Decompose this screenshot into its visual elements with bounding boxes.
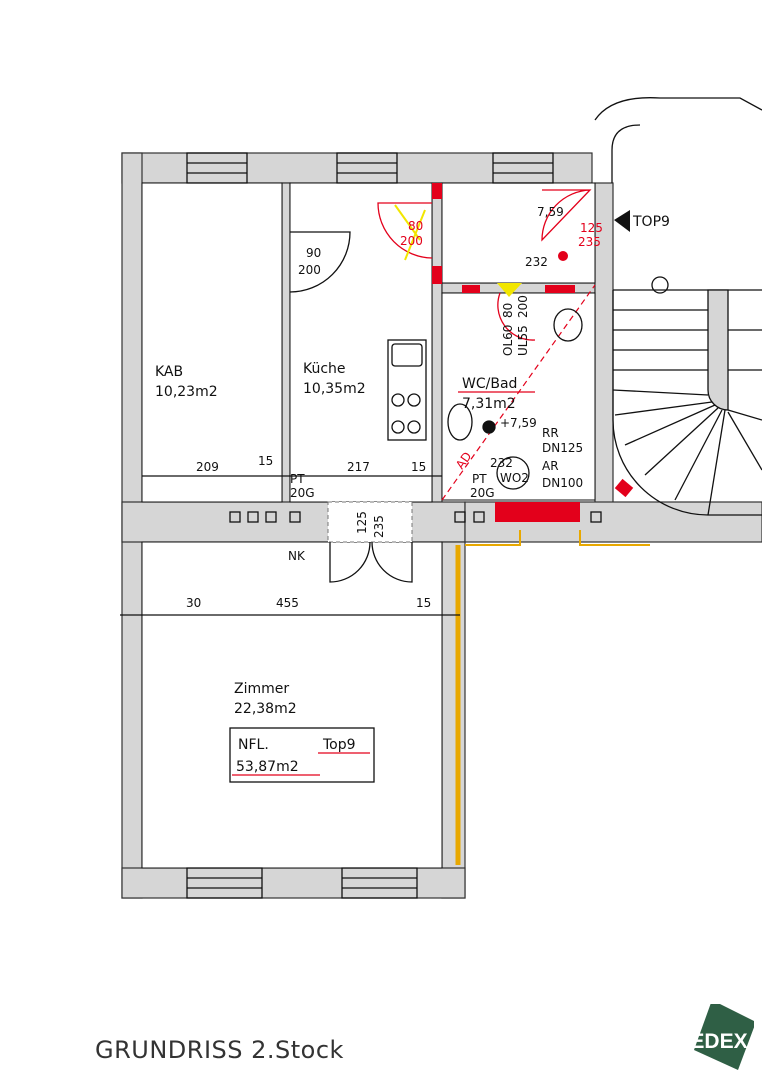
level-759: 7,59 (537, 205, 564, 219)
shafts (229, 511, 602, 523)
dimension-labels: 209 15 217 15 30 455 15 90 200 125 235 8… (186, 205, 603, 610)
plan-title: GRUNDRISS 2.Stock (95, 1036, 344, 1064)
room-name-kueche: Küche (303, 361, 346, 377)
yellow-line (455, 530, 650, 865)
nfl-box: NFL. Top9 53,87m2 (229, 727, 375, 783)
room-name-nk: NK (288, 549, 306, 563)
kitchen-fixtures (387, 308, 583, 490)
walls (121, 97, 762, 899)
height-232a: 232 (525, 255, 548, 269)
door-red-width: 80 (408, 219, 423, 233)
edex-logo: EDEX (690, 1004, 754, 1070)
pt-value-2: 20G (470, 486, 495, 500)
ar-label: AR (542, 459, 559, 473)
svg-text:EDEX: EDEX (690, 1030, 747, 1053)
door-entry-width: 125 (580, 221, 603, 235)
height-232b: 232 (490, 456, 513, 470)
wc-ul: UL55 (516, 325, 530, 356)
dim-455: 455 (276, 596, 299, 610)
wc-door-height: 200 (516, 295, 530, 318)
room-area-kab: 10,23m2 (155, 384, 218, 400)
wc-door-width: 80 (501, 303, 515, 318)
dim-15a: 15 (258, 454, 273, 468)
door-entry-height: 235 (578, 235, 601, 249)
room-name-kab: KAB (155, 364, 183, 380)
pt-label-2: PT (472, 472, 487, 486)
nfl-label: NFL. (238, 737, 269, 753)
ar-dn: DN100 (542, 476, 583, 490)
room-area-wc: 7,31m2 (462, 396, 516, 412)
rr-label: RR (542, 426, 559, 440)
entrance-arrow-icon (614, 210, 630, 232)
door-nk-height: 235 (372, 515, 386, 538)
dim-15b: 15 (411, 460, 426, 474)
nfl-top: Top9 (322, 737, 356, 753)
pt-label-1: PT (290, 472, 305, 486)
door-kab-width: 90 (306, 246, 321, 260)
entrance-label: TOP9 (632, 214, 670, 230)
dim-30: 30 (186, 596, 201, 610)
nfl-value: 53,87m2 (236, 759, 299, 775)
level-759b: +7,59 (500, 416, 537, 430)
doors (289, 189, 592, 583)
dim-217: 217 (347, 460, 370, 474)
door-nk-width: 125 (355, 511, 369, 534)
room-area-zimmer: 22,38m2 (234, 701, 297, 717)
door-kab-height: 200 (298, 263, 321, 277)
wc-ol: OL60 (501, 325, 515, 356)
windows (186, 152, 554, 899)
rr-dn: DN125 (542, 441, 583, 455)
pt-value-1: 20G (290, 486, 315, 500)
room-name-zimmer: Zimmer (234, 681, 289, 697)
wo2-label: WO2 (500, 471, 529, 485)
dim-209: 209 (196, 460, 219, 474)
room-area-kueche: 10,35m2 (303, 381, 366, 397)
room-name-wc: WC/Bad (462, 376, 517, 392)
door-red-height: 200 (400, 234, 423, 248)
dimension-lines (120, 475, 460, 616)
staircase (612, 276, 762, 516)
dim-15c: 15 (416, 596, 431, 610)
